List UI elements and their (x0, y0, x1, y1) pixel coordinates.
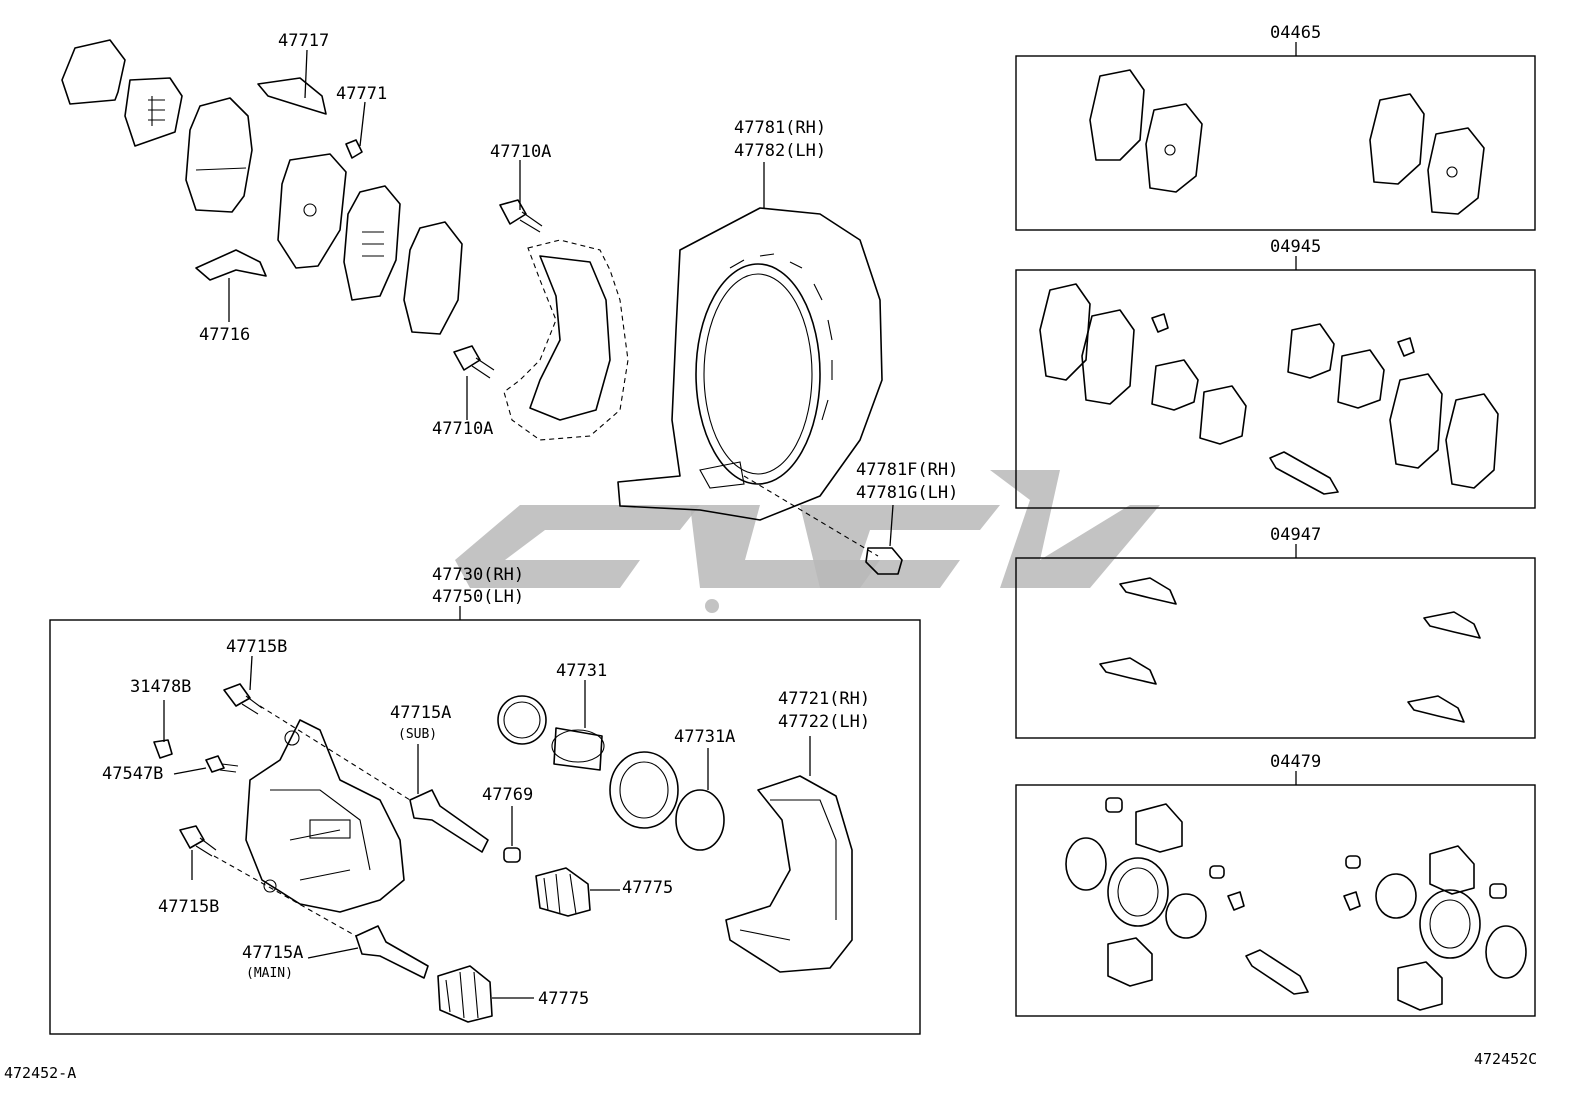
leaders-top-left (228, 49, 521, 420)
label-47547B: 47547B (102, 764, 163, 784)
kit-box-04947 (1015, 544, 1536, 739)
label-47715A-sub: 47715A (390, 703, 451, 723)
label-47710A-bottom: 47710A (432, 419, 493, 439)
label-47750-lh: 47750(LH) (432, 587, 524, 607)
label-47782-lh: 47782(LH) (734, 141, 826, 161)
label-kit-04947: 04947 (1270, 525, 1321, 545)
part-labels: 47717 47771 47716 47710A 47710A 47781(RH… (4, 23, 1537, 1082)
caliper-bolt-group (453, 199, 543, 379)
caliper-bracket-top (503, 239, 629, 441)
label-kit-04479: 04479 (1270, 752, 1321, 772)
label-47715A-main: 47715A (242, 943, 303, 963)
label-47721-rh: 47721(RH) (778, 689, 870, 709)
kit-box-04479 (1015, 771, 1536, 1017)
label-47781F-rh: 47781F(RH) (856, 460, 958, 480)
label-main-tag: (MAIN) (246, 966, 293, 981)
label-47730-rh: 47730(RH) (432, 565, 524, 585)
label-47731A: 47731A (674, 727, 735, 747)
label-47781G-lh: 47781G(LH) (856, 483, 958, 503)
label-kit-04465: 04465 (1270, 23, 1321, 43)
label-47731: 47731 (556, 661, 607, 681)
label-47769: 47769 (482, 785, 533, 805)
label-47717: 47717 (278, 31, 329, 51)
label-sub-tag: (SUB) (398, 727, 437, 742)
label-47715B-top: 47715B (226, 637, 287, 657)
watermark-logo (455, 470, 1160, 613)
label-kit-04945: 04945 (1270, 237, 1321, 257)
label-47716: 47716 (199, 325, 250, 345)
kit-box-04945 (1015, 256, 1536, 509)
label-47775-a: 47775 (622, 878, 673, 898)
brake-pad-shims-group (61, 39, 463, 335)
kit-box-04465 (1015, 42, 1536, 231)
label-47715B-bottom: 47715B (158, 897, 219, 917)
footer-left-code: 472452-A (4, 1064, 76, 1082)
caliper-assembly-parts (153, 655, 853, 1023)
footer-right-code: 472452C (1474, 1050, 1537, 1068)
label-47781-rh: 47781(RH) (734, 118, 826, 138)
label-47771: 47771 (336, 84, 387, 104)
label-47710A-top: 47710A (490, 142, 551, 162)
label-31478B: 31478B (130, 677, 191, 697)
caliper-assembly-box (49, 619, 921, 1035)
label-47722-lh: 47722(LH) (778, 712, 870, 732)
dust-cover-plate (617, 162, 903, 575)
label-47775-b: 47775 (538, 989, 589, 1009)
